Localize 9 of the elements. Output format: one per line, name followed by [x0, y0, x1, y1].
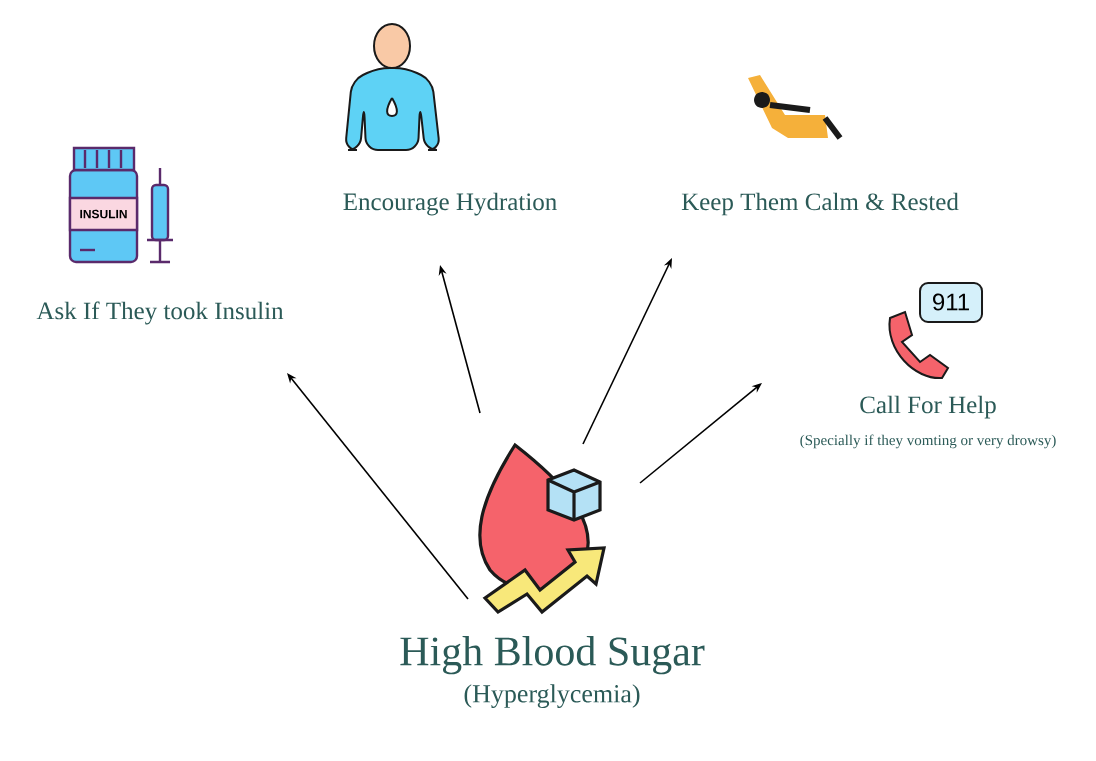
step-label: Call For Help (Specially if they vomting or very drowsy) — [800, 395, 1056, 449]
bottle-label: INSULIN — [80, 209, 127, 219]
step-label: Keep Them Calm & Rested — [681, 192, 959, 216]
step-label: Ask If They took Insulin — [36, 301, 284, 325]
arrow — [287, 373, 469, 600]
heading: High Blood Sugar (Hyperglycemia) — [400, 636, 705, 708]
step-label: Encourage Hydration — [343, 192, 557, 216]
arrow — [639, 383, 762, 484]
bubble-text: 911 — [933, 293, 969, 311]
